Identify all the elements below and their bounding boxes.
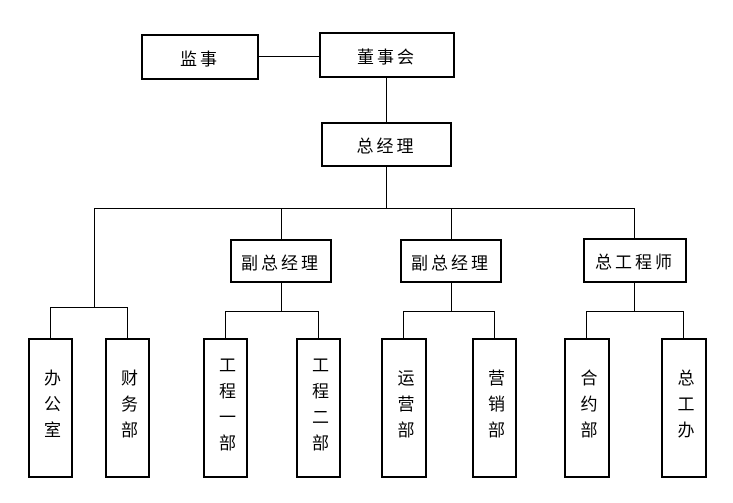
node-engineering-dept-1: 工程一部: [203, 338, 248, 478]
node-office: 办公室: [28, 338, 73, 478]
connector-split-deputy-gm-1: [225, 311, 319, 312]
connector-split-deputy-gm-2: [403, 311, 495, 312]
node-contract-dept: 合约部: [564, 338, 610, 478]
connector-deputy-gm-2-trunk: [451, 283, 452, 311]
node-engineering-dept-2: 工程二部: [296, 338, 341, 478]
connector-board-gm: [386, 78, 387, 122]
connector-drop-chief-engineer: [634, 208, 635, 238]
connector-supervisor-board: [259, 56, 319, 57]
node-deputy-gm-1: 副总经理: [230, 239, 332, 283]
node-finance-dept: 财务部: [105, 338, 150, 478]
node-marketing-dept: 营销部: [472, 338, 517, 478]
connector-deputy-gm-1-trunk: [281, 283, 282, 311]
node-general-manager: 总经理: [321, 122, 452, 167]
connector-mainline: [94, 208, 634, 209]
connector-drop-engineering-2: [318, 311, 319, 338]
connector-left-split: [50, 307, 128, 308]
connector-drop-operations: [403, 311, 404, 338]
node-chief-engineer: 总工程师: [583, 238, 687, 283]
connector-drop-deputy-gm-2: [451, 208, 452, 239]
connector-drop-marketing: [494, 311, 495, 338]
connector-drop-deputy-gm-1: [281, 208, 282, 239]
connector-drop-engineering-1: [225, 311, 226, 338]
connector-drop-office: [50, 307, 51, 338]
node-supervisor: 监事: [141, 34, 259, 80]
connector-drop-finance: [127, 307, 128, 338]
connector-drop-chief-engineer-office: [683, 311, 684, 338]
connector-chief-engineer-trunk: [634, 283, 635, 311]
connector-split-chief-engineer: [586, 311, 684, 312]
connector-left-trunk: [94, 208, 95, 307]
node-deputy-gm-2: 副总经理: [400, 239, 502, 283]
node-board: 董事会: [319, 32, 455, 78]
connector-gm-mainline: [386, 167, 387, 208]
node-chief-engineer-office: 总工办: [661, 338, 707, 478]
node-operations-dept: 运营部: [381, 338, 427, 478]
connector-drop-contract: [586, 311, 587, 338]
